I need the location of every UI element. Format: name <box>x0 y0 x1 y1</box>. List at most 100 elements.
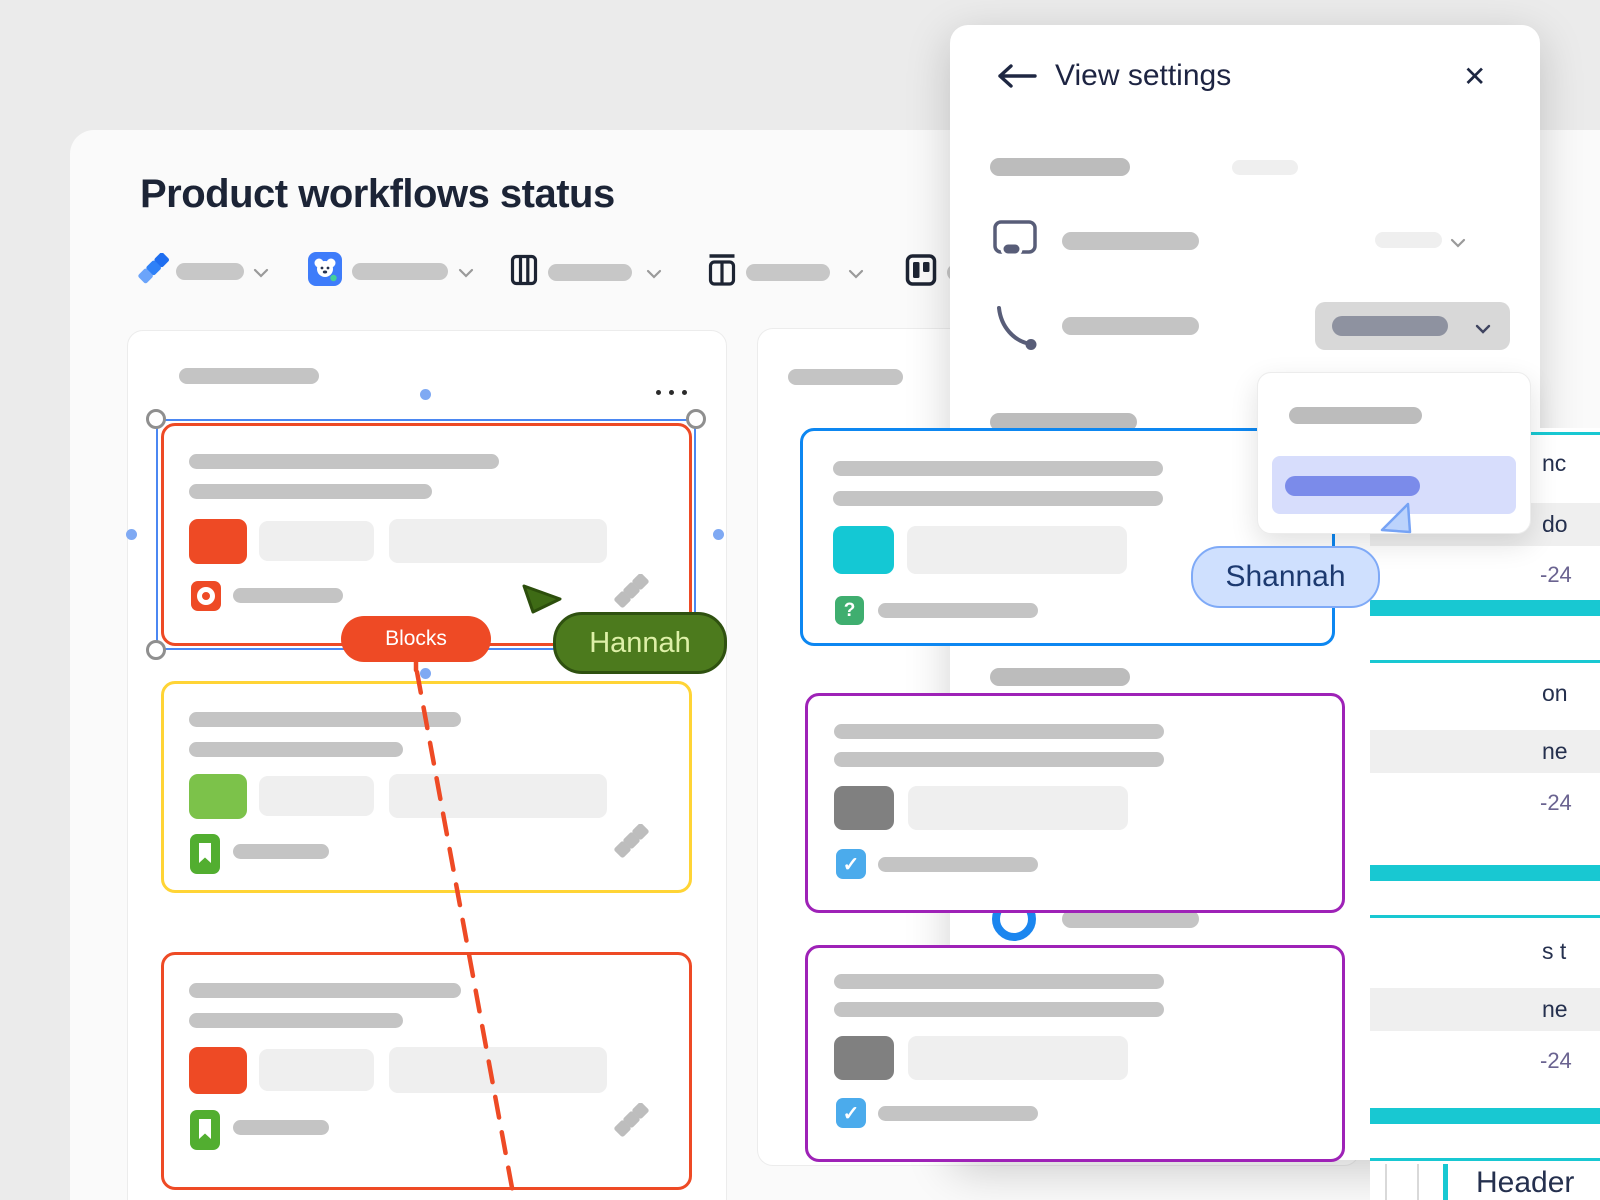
checkbox-icon: ✓ <box>836 849 866 879</box>
resize-handle-nw[interactable] <box>146 409 166 429</box>
jira-card-red[interactable] <box>161 952 692 1190</box>
table-accent-band <box>1370 865 1600 881</box>
table-layout-icon <box>708 253 736 292</box>
card-subtitle-placeholder <box>833 491 1163 506</box>
connector-point-left[interactable] <box>126 529 137 540</box>
tag-placeholder <box>389 774 607 818</box>
popup-option-value-placeholder <box>1285 476 1420 496</box>
checkbox-icon: ✓ <box>836 1098 866 1128</box>
table-cell-text: do <box>1542 511 1568 537</box>
card-subtitle-placeholder <box>189 484 432 499</box>
table-cell-text: ne <box>1542 996 1568 1022</box>
jira-card-blue[interactable]: ? <box>800 428 1335 646</box>
issue-key-placeholder <box>233 588 343 603</box>
table-row-shaded <box>1370 988 1600 1031</box>
jira-logo-icon <box>138 252 172 294</box>
issue-key-placeholder <box>878 603 1038 618</box>
popup-option-placeholder[interactable] <box>1289 407 1422 424</box>
automation-app-icon <box>308 252 342 291</box>
tag-placeholder <box>907 526 1127 574</box>
table-cell-number: -24 <box>1540 1048 1572 1073</box>
resize-handle-ne[interactable] <box>686 409 706 429</box>
column-title-placeholder <box>179 368 319 384</box>
connector-solid-icon <box>992 303 1040 356</box>
status-tag-green <box>189 774 247 819</box>
dropdown-popup <box>1257 372 1531 534</box>
connector-point-right[interactable] <box>713 529 724 540</box>
cursor-name: Shannah <box>1225 560 1346 593</box>
setting-label-placeholder <box>1062 910 1199 928</box>
card-title-placeholder <box>189 983 461 998</box>
table-rule <box>1370 660 1600 663</box>
card-subtitle-placeholder <box>834 752 1164 767</box>
section-action-placeholder[interactable] <box>1232 160 1298 175</box>
jira-issue-icon <box>614 1102 652 1148</box>
connector-label[interactable]: Blocks <box>341 616 491 662</box>
table-accent-band <box>1370 1108 1600 1124</box>
jira-issue-icon <box>614 573 652 619</box>
chevron-down-icon[interactable] <box>253 265 269 283</box>
connector-label-text: Blocks <box>385 627 447 650</box>
card-title-placeholder <box>833 461 1163 476</box>
more-options-icon[interactable] <box>656 390 687 395</box>
status-tag-teal <box>833 526 894 574</box>
columns-layout-icon <box>510 254 538 291</box>
section-label-placeholder <box>990 158 1130 176</box>
connector-point-bottom[interactable] <box>420 668 431 679</box>
jira-issue-icon <box>614 823 652 869</box>
chip-label-placeholder <box>746 264 830 281</box>
bookmark-icon <box>190 834 220 879</box>
table-column-divider <box>1417 1164 1419 1200</box>
card-title-placeholder <box>834 724 1164 739</box>
card-title-placeholder <box>189 712 461 727</box>
tag-placeholder <box>259 521 374 561</box>
page-title: Product workflows status <box>140 172 615 216</box>
chevron-down-icon[interactable] <box>458 265 474 283</box>
frame-icon <box>992 219 1040 266</box>
issue-key-placeholder <box>233 844 329 859</box>
issue-key-placeholder <box>878 857 1038 872</box>
chevron-down-icon[interactable] <box>1450 235 1466 253</box>
table-column-divider <box>1385 1164 1387 1200</box>
tag-placeholder <box>259 1049 374 1091</box>
jira-card-purple-1[interactable]: ✓ <box>805 693 1345 913</box>
column-title-placeholder <box>788 369 903 385</box>
jira-card-yellow[interactable] <box>161 681 692 893</box>
status-tag-red <box>189 1047 247 1094</box>
section-label-placeholder <box>990 668 1130 686</box>
jira-card-blocked[interactable] <box>161 423 692 646</box>
dropdown-value-placeholder <box>1332 316 1448 336</box>
card-subtitle-placeholder <box>189 1013 403 1028</box>
card-title-placeholder <box>834 974 1164 989</box>
question-icon: ? <box>835 596 864 625</box>
back-arrow-icon[interactable] <box>995 63 1037 94</box>
popup-option-selected[interactable] <box>1272 456 1516 514</box>
table-cell-number: -24 <box>1540 562 1572 587</box>
status-tag-gray <box>834 786 894 830</box>
table-header-text: Header up <box>1476 1166 1575 1199</box>
table-cell-text: ne <box>1542 738 1568 764</box>
table-row-shaded <box>1370 730 1600 773</box>
table-cell-text: s t <box>1542 938 1567 964</box>
setting-value-placeholder[interactable] <box>1375 232 1442 248</box>
close-icon[interactable]: ✕ <box>1463 61 1487 92</box>
card-title-placeholder <box>189 454 499 469</box>
table-cell-number: -24 <box>1540 790 1572 815</box>
chip-label-placeholder <box>548 264 632 281</box>
resize-handle-sw[interactable] <box>146 640 166 660</box>
hannah-cursor-label: Hannah <box>553 612 727 674</box>
connector-point-top[interactable] <box>420 389 431 400</box>
chevron-down-icon <box>1475 321 1491 339</box>
chip-label-placeholder <box>352 263 448 280</box>
tag-placeholder <box>908 1036 1128 1080</box>
card-subtitle-placeholder <box>189 742 403 757</box>
jira-card-purple-2[interactable]: ✓ <box>805 945 1345 1162</box>
chevron-down-icon[interactable] <box>848 266 864 284</box>
hannah-cursor-icon <box>518 578 566 633</box>
table-accent-band <box>1370 600 1600 616</box>
priority-icon <box>191 581 221 611</box>
setting-label-placeholder <box>1062 317 1199 335</box>
chevron-down-icon[interactable] <box>646 266 662 284</box>
setting-dropdown[interactable] <box>1315 302 1510 350</box>
